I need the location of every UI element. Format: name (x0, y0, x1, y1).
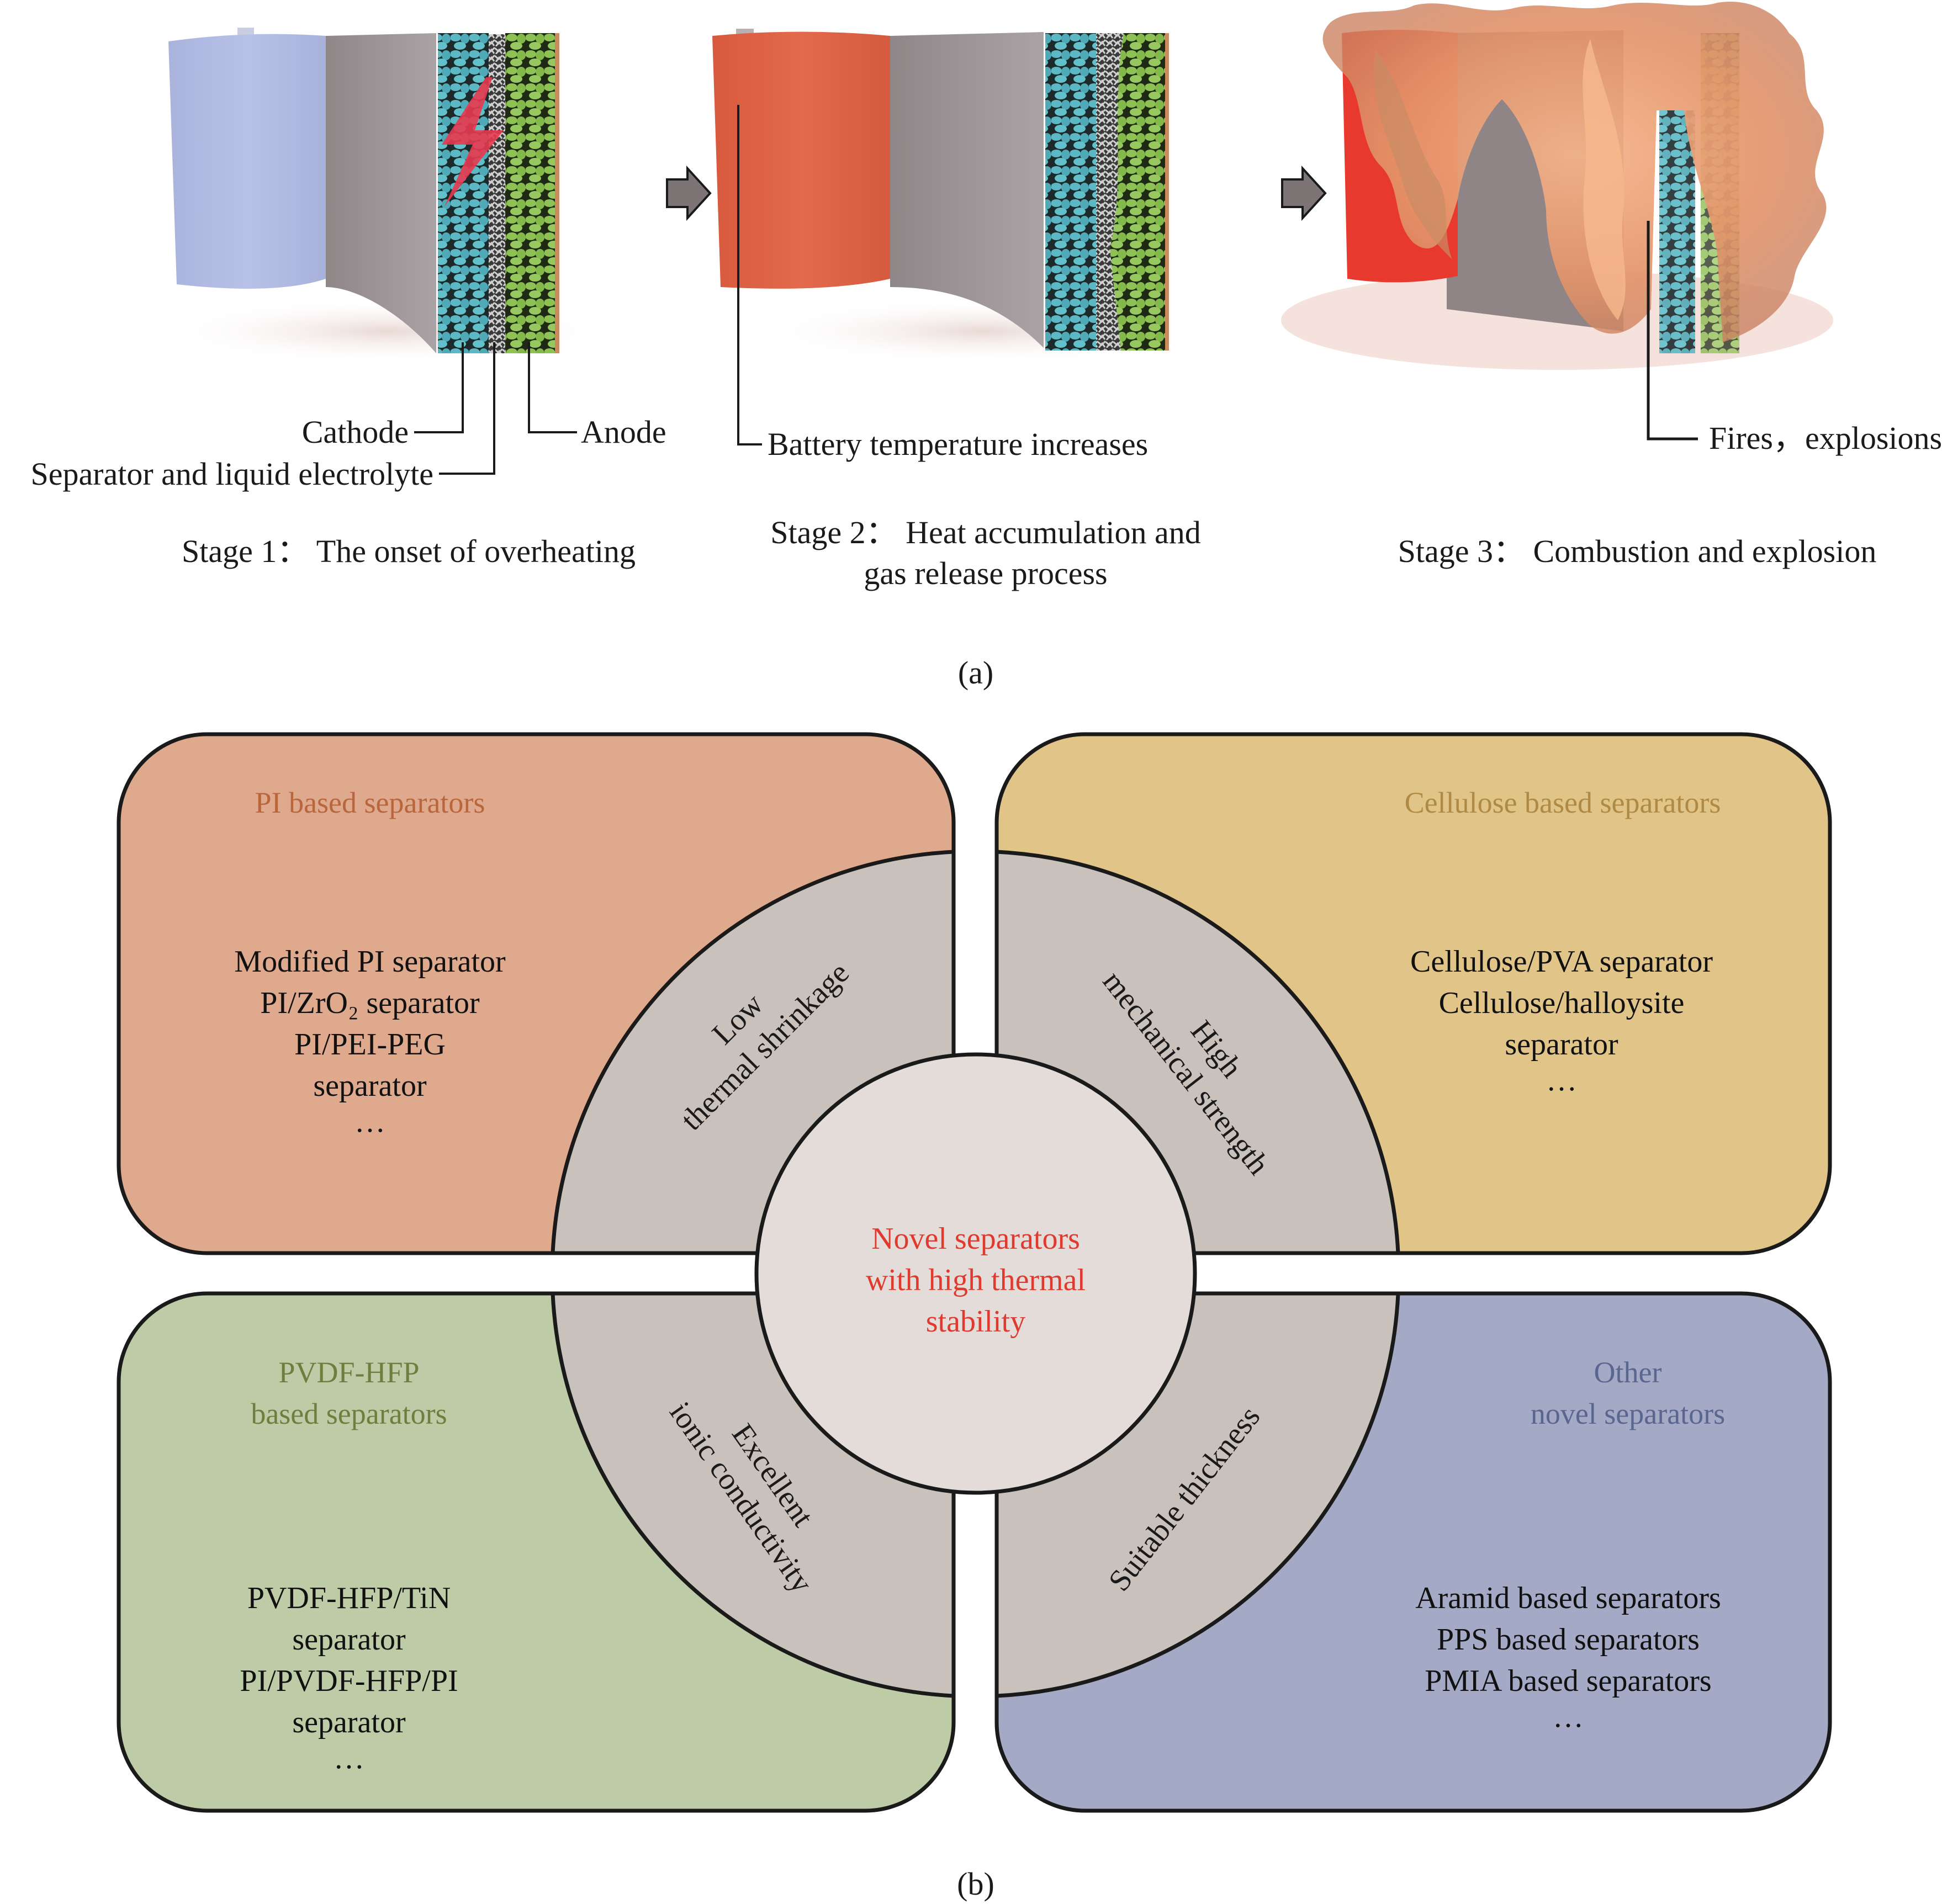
stage-2-battery-illustration (712, 29, 1215, 364)
stage-3-battery-fire-illustration (1281, 2, 1833, 370)
anode-label: Anode (581, 414, 666, 450)
center-title-line-2: with high thermal (866, 1263, 1086, 1297)
center-title-line-3: stability (926, 1304, 1025, 1339)
pi-box-items: Modified PI separator PI/ZrO₂ separator … (234, 945, 506, 1139)
electrode-sheet (326, 33, 436, 353)
stage-1-caption: Stage 1： The onset of overheating (182, 533, 636, 569)
list-item-ellipsis: … (354, 1105, 385, 1139)
stage-1-battery-illustration (155, 28, 618, 364)
separator-layer (489, 34, 505, 353)
cathode-layer (1659, 110, 1695, 353)
list-item: Aramid based separators (1415, 1581, 1721, 1615)
list-item: separator (313, 1069, 427, 1103)
list-item: PVDF-HFP/TiN (247, 1581, 451, 1615)
cathode-label: Cathode (302, 414, 409, 450)
lightning-bolt-icon (442, 77, 504, 206)
list-item: PI/PVDF-HFP/PI (240, 1664, 458, 1698)
list-item: Modified PI separator (234, 945, 506, 979)
list-item-ellipsis: … (334, 1741, 364, 1775)
stage-3-caption: Stage 3： Combustion and explosion (1398, 533, 1877, 569)
list-item: Cellulose/halloysite (1439, 986, 1685, 1020)
center-circle (754, 1052, 1197, 1495)
arrow-right-icon (1281, 165, 1327, 221)
pvdf-hfp-box-items: PVDF-HFP/TiN separator PI/PVDF-HFP/PI se… (240, 1581, 458, 1775)
cell-cylinder (712, 31, 890, 289)
list-item-ellipsis: … (1546, 1063, 1577, 1097)
panel-a: Cathode Separator and liquid electrolyte… (30, 2, 1942, 691)
anode-layer (1110, 33, 1165, 351)
pvdf-hfp-box-title-line-1: PVDF-HFP (278, 1356, 419, 1389)
list-item: separator (1505, 1027, 1618, 1062)
pi-box-title: PI based separators (255, 786, 485, 819)
fires-explosions-label: Fires，explosions (1709, 420, 1942, 456)
arrow-right-icon (666, 165, 712, 221)
panel-b-label: (b) (957, 1866, 994, 1902)
list-item: PMIA based separators (1425, 1664, 1711, 1698)
stage-1-leader-lines (414, 342, 577, 475)
cellulose-box-items: Cellulose/PVA separator Cellulose/halloy… (1410, 945, 1713, 1097)
anode-layer (505, 33, 555, 353)
other-box-title-line-1: Other (1594, 1356, 1662, 1389)
center-title-line-1: Novel separators (871, 1222, 1080, 1256)
temperature-label: Battery temperature increases (768, 426, 1148, 462)
list-item: separator (292, 1622, 406, 1657)
flames (1322, 2, 1827, 342)
panel-a-label: (a) (958, 655, 993, 691)
electrode-sheet (890, 32, 1044, 348)
list-item: Cellulose/PVA separator (1410, 945, 1713, 979)
list-item: separator (292, 1705, 406, 1739)
other-box-title-line-2: novel separators (1531, 1397, 1725, 1430)
cathode-layer (1045, 33, 1096, 351)
stage-2-caption-line-2: gas release process (864, 555, 1107, 591)
list-item: PI/ZrO₂ separator (260, 986, 480, 1020)
other-box-items: Aramid based separators PPS based separa… (1415, 1581, 1721, 1734)
stage-2-leader-line (737, 105, 762, 445)
separator-layer (1096, 33, 1124, 351)
list-item: PI/PEI-PEG (294, 1027, 446, 1062)
stage-2-caption-line-1: Stage 2： Heat accumulation and (770, 515, 1201, 550)
stage-3-leader-line (1647, 221, 1698, 441)
cellulose-box-title: Cellulose based separators (1405, 786, 1721, 819)
list-item: PPS based separators (1437, 1622, 1700, 1657)
list-item-ellipsis: … (1553, 1700, 1584, 1734)
pvdf-hfp-box-title-line-2: based separators (251, 1397, 447, 1430)
separator-electrolyte-label: Separator and liquid electrolyte (30, 456, 433, 492)
cell-cylinder (168, 34, 326, 289)
